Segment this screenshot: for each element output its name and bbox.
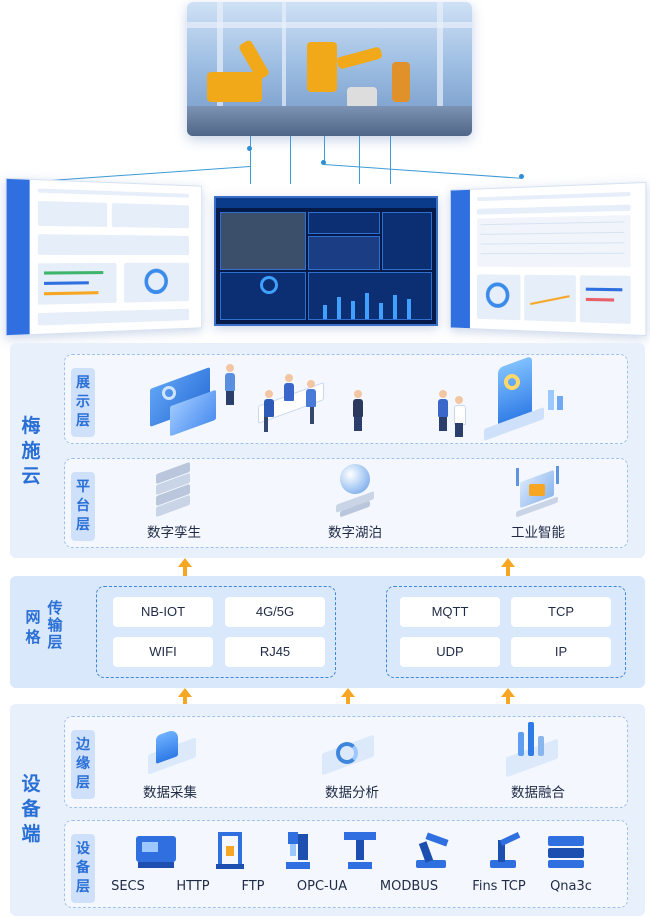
http-printer-icon: [216, 832, 246, 870]
industrial-ai-label: 工业智能: [511, 525, 565, 541]
data-collection-icon: [142, 726, 202, 776]
center-big-screen: [214, 196, 438, 326]
transport-layer-label: 传输层: [47, 599, 63, 651]
network-section: [10, 576, 645, 688]
factory-robot-photo: [187, 2, 472, 136]
left-dashboard-screen: [5, 177, 203, 337]
proto-ip: IP: [511, 637, 611, 667]
data-analysis-label: 数据分析: [325, 785, 379, 801]
proto-nb-iot: NB-IOT: [113, 597, 213, 627]
server-stack-icon: [150, 461, 196, 518]
mobile-analytics-illustration: [436, 355, 566, 441]
data-collection-label: 数据采集: [143, 785, 197, 801]
device-ftp-label: FTP: [241, 879, 265, 894]
up-arrow-icon: [178, 688, 192, 697]
cloud-title: 梅施云: [21, 415, 41, 487]
device-opc-ua-label: OPC-UA: [296, 879, 348, 894]
network-access-group: [96, 586, 336, 678]
secs-machine-icon: [134, 832, 178, 870]
device-title: 设备端: [21, 773, 41, 845]
platform-layer-label: 平台层: [71, 472, 95, 541]
ftp-drill-icon: [284, 832, 312, 870]
device-qna3c-label: Qna3c: [550, 879, 592, 894]
digital-twin-label: 数字孪生: [147, 525, 201, 541]
meeting-table-illustration: [254, 372, 334, 436]
fins-tcp-robot-icon: [484, 832, 524, 870]
up-arrow-icon: [341, 688, 355, 697]
proto-tcp: TCP: [511, 597, 611, 627]
office-workstation-illustration: [140, 358, 240, 438]
device-layer-label: 设备层: [71, 834, 95, 903]
data-fusion-icon: [502, 720, 562, 778]
data-analysis-icon: [318, 726, 378, 776]
display-layer-label: 展示层: [71, 368, 95, 437]
proto-rj45: RJ45: [225, 637, 325, 667]
up-arrow-icon: [501, 688, 515, 697]
data-fusion-label: 数据融合: [511, 785, 565, 801]
device-http-label: HTTP: [176, 879, 210, 894]
proto-wifi: WIFI: [113, 637, 213, 667]
network-title: 网格: [25, 608, 41, 646]
transport-protocol-group: [386, 586, 626, 678]
up-arrow-icon: [178, 558, 192, 567]
up-arrow-icon: [501, 558, 515, 567]
proto-mqtt: MQTT: [400, 597, 500, 627]
device-modbus-label: MODBUS: [379, 879, 439, 894]
opc-ua-press-icon: [344, 832, 376, 870]
data-lake-label: 数字湖泊: [328, 525, 382, 541]
edge-layer-label: 边缘层: [71, 730, 95, 799]
industrial-ai-chip-icon: [512, 462, 562, 518]
qna3c-controller-icon: [546, 834, 586, 870]
right-dashboard-screen: [449, 181, 647, 337]
device-secs-label: SECS: [111, 879, 145, 894]
data-lake-globe-icon: [332, 460, 378, 518]
device-fins-tcp-label: Fins TCP: [472, 879, 526, 894]
proto-4g-5g: 4G/5G: [225, 597, 325, 627]
proto-udp: UDP: [400, 637, 500, 667]
modbus-robot-arm-icon: [412, 832, 452, 870]
